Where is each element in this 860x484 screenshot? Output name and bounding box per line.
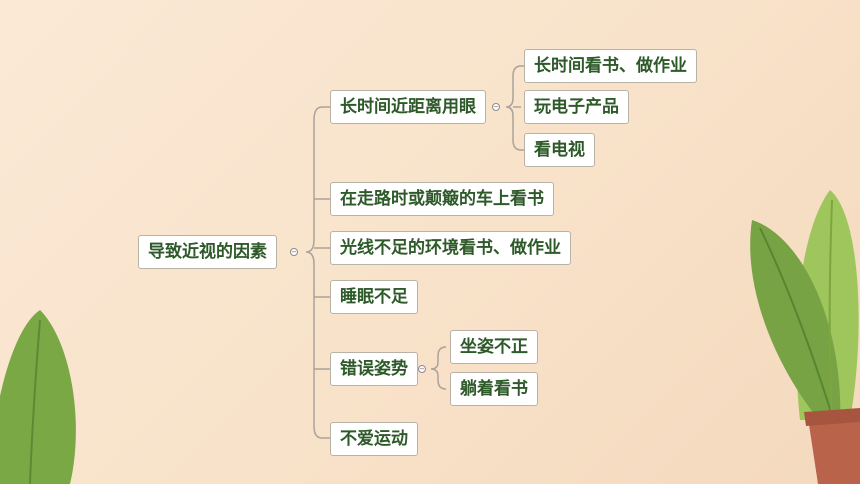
branch-node-1[interactable]: 长时间近距离用眼 (330, 90, 486, 124)
right-front-leaf (750, 220, 841, 430)
plant-pot (808, 414, 860, 484)
branch-label: 在走路时或颠簸的车上看书 (340, 189, 544, 209)
left-leaf-decoration (0, 310, 76, 484)
left-leaf-vein (29, 319, 41, 484)
branch-node-3[interactable]: 光线不足的环境看书、做作业 (330, 231, 571, 265)
branch-label: 睡眠不足 (340, 287, 408, 307)
branch-node-4[interactable]: 睡眠不足 (330, 280, 418, 314)
sub-brace-1 (505, 65, 522, 151)
branch-node-2[interactable]: 在走路时或颠簸的车上看书 (330, 182, 554, 216)
sub-node-1-3[interactable]: 看电视 (524, 133, 595, 167)
root-label: 导致近视的因素 (148, 242, 267, 262)
sub-brace-5 (430, 346, 447, 390)
collapse-toggle-icon[interactable]: − (290, 248, 298, 256)
sub-node-5-1[interactable]: 坐姿不正 (450, 330, 538, 364)
sub-label: 长时间看书、做作业 (534, 56, 687, 76)
sub-node-5-2[interactable]: 躺着看书 (450, 372, 538, 406)
branch-node-5[interactable]: 错误姿势 (330, 352, 418, 386)
main-brace (305, 106, 323, 439)
sub-label: 坐姿不正 (460, 337, 528, 357)
sub-label: 看电视 (534, 140, 585, 160)
collapse-toggle-icon[interactable]: − (492, 103, 500, 111)
sub-node-1-1[interactable]: 长时间看书、做作业 (524, 49, 697, 83)
branch-label: 光线不足的环境看书、做作业 (340, 238, 561, 258)
right-front-leaf-vein (759, 227, 837, 429)
sub-label: 躺着看书 (460, 379, 528, 399)
branch-label: 错误姿势 (340, 359, 408, 379)
right-back-leaf-vein (828, 199, 833, 421)
branch-label: 不爱运动 (340, 429, 408, 449)
branch-node-6[interactable]: 不爱运动 (330, 422, 418, 456)
branch-label: 长时间近距离用眼 (340, 97, 476, 117)
root-node[interactable]: 导致近视的因素 (138, 235, 277, 269)
sub-node-1-2[interactable]: 玩电子产品 (524, 90, 629, 124)
collapse-toggle-icon[interactable]: − (418, 365, 426, 373)
sub-label: 玩电子产品 (534, 97, 619, 117)
plant-pot-rim (804, 408, 860, 426)
